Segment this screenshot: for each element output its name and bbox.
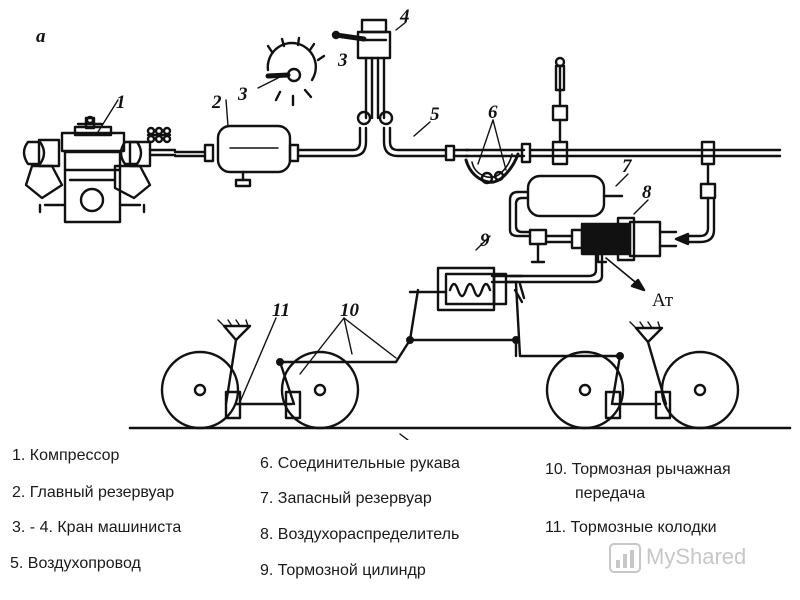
brake-cylinder xyxy=(408,235,524,312)
legend-item-1: 1. Компрессор xyxy=(12,447,120,464)
wheelset-left xyxy=(160,317,360,430)
watermark-chart-icon xyxy=(609,543,641,573)
reserve-reservoir xyxy=(508,173,629,238)
compressor xyxy=(22,99,177,224)
callout-5: 5 xyxy=(430,104,440,125)
wheelset-right xyxy=(545,321,740,430)
legend-item-11: 11. Тормозные колодки xyxy=(545,519,717,536)
check-valve xyxy=(528,228,574,264)
legend-item-7: 7. Запасный резервуар xyxy=(260,490,432,507)
watermark: MyShared xyxy=(608,540,778,576)
legend-item-2: 2. Главный резервуар xyxy=(12,484,175,501)
callout-3-dial: 3 xyxy=(237,84,248,105)
callout-11: 11 xyxy=(272,300,290,321)
legend-item-10-cont: передача xyxy=(575,485,646,502)
legend-item-6: 6. Соединительные рукава xyxy=(260,455,460,472)
brake-rigging xyxy=(278,282,622,375)
callout-4: 4 xyxy=(399,6,410,27)
air-pipe xyxy=(173,150,207,158)
legend-item-10: 10. Тормозная рычажная xyxy=(545,461,731,478)
callout-6: 6 xyxy=(488,102,498,123)
drivers-valve xyxy=(331,18,407,126)
brake-system-diagram: а 1 2 3 3 4 5 6 7 8 9 10 11 Ат xyxy=(22,6,792,440)
legend-item-8: 8. Воздухораспределитель xyxy=(260,526,460,543)
callout-3-handle: 3 xyxy=(337,50,348,71)
branch-pipe xyxy=(674,140,717,246)
callout-10: 10 xyxy=(340,300,360,321)
exhaust-label: Ат xyxy=(652,290,674,311)
legend-item-5: 5. Воздухопровод xyxy=(10,555,141,572)
callout-2: 2 xyxy=(211,92,222,113)
pressure-gauge xyxy=(551,56,569,166)
callout-9: 9 xyxy=(480,230,490,251)
air-distributor xyxy=(570,199,678,292)
legend-item-3-4: 3. - 4. Кран машиниста xyxy=(12,519,182,536)
watermark-text: MyShared xyxy=(646,544,747,569)
legend-item-9: 9. Тормозной цилиндр xyxy=(260,562,426,579)
callout-7: 7 xyxy=(622,156,633,177)
main-reservoir xyxy=(203,99,300,188)
driver-valve-handle xyxy=(257,36,326,107)
callout-1: 1 xyxy=(116,92,126,113)
panel-label: а xyxy=(36,26,46,47)
callout-8: 8 xyxy=(642,182,652,203)
connecting-hoses xyxy=(444,119,532,185)
